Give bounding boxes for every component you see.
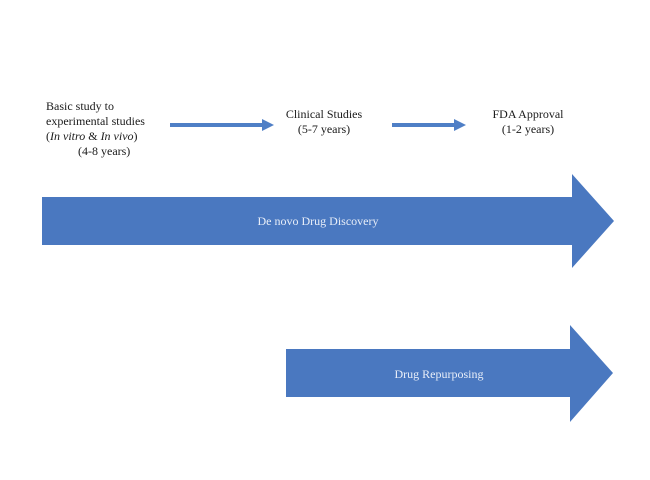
- stage-clinical-studies: Clinical Studies (5-7 years): [278, 107, 370, 137]
- stage-basic-study: Basic study to experimental studies (In …: [46, 99, 176, 159]
- stage-fda-approval: FDA Approval (1-2 years): [480, 107, 576, 137]
- stage-basic-line1: Basic study to: [46, 99, 114, 113]
- repurposing-arrow: Drug Repurposing: [286, 325, 613, 422]
- connector-arrow-2: [392, 119, 466, 131]
- stage-basic-line3: (In vitro & In vivo): [46, 129, 138, 143]
- de-novo-arrow: De novo Drug Discovery: [42, 174, 614, 268]
- in-vitro-label: In vitro: [50, 129, 86, 143]
- stage-clinical-title: Clinical Studies: [285, 107, 363, 121]
- de-novo-label: De novo Drug Discovery: [258, 214, 379, 228]
- repurposing-label: Drug Repurposing: [395, 367, 484, 381]
- stage-fda-title: FDA Approval: [492, 107, 564, 121]
- stage-basic-line2: experimental studies: [46, 114, 145, 128]
- stage-clinical-duration: (5-7 years): [297, 122, 351, 136]
- connector-arrow-1: [170, 119, 274, 131]
- in-vivo-label: In vivo: [100, 129, 134, 143]
- stage-fda-duration: (1-2 years): [501, 122, 555, 136]
- stage-basic-duration: (4-8 years): [78, 144, 131, 158]
